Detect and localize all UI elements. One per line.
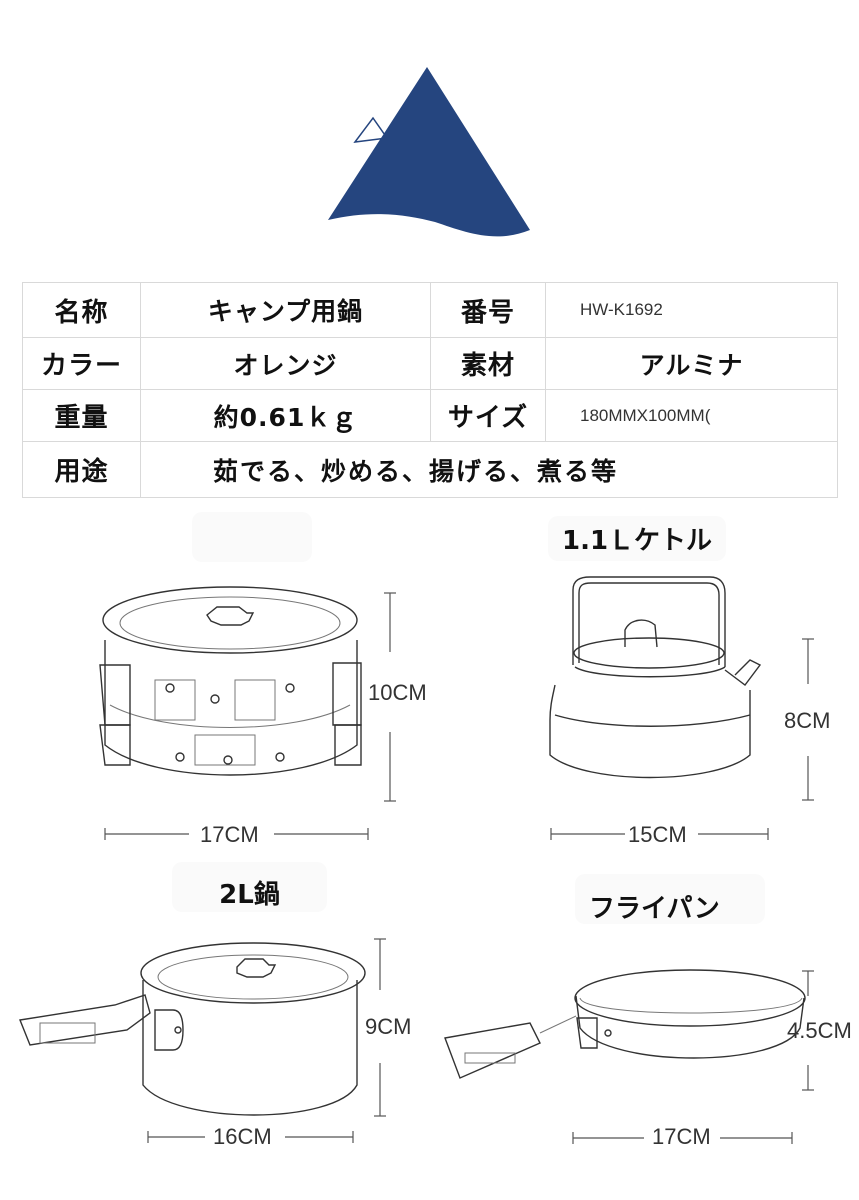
2l-pot-width-dimension-icon	[147, 1131, 354, 1143]
value-name: キャンプ用鍋	[140, 282, 431, 338]
frying-pan-height-dimension-icon	[802, 970, 814, 1091]
2l-pot-title: 2L鍋	[172, 862, 327, 912]
value-size: 180MMX100MM(	[545, 389, 838, 442]
frying-pan-height-label: 4.5CM	[787, 1018, 852, 1043]
value-weight: 約0.61ｋｇ	[140, 389, 431, 442]
frying-pan-width-label: 17CM	[652, 1124, 711, 1149]
spec-row-usage: 用途 茹でる、炒める、揚げる、煮る等	[22, 441, 838, 498]
kettle-width-dimension-icon	[550, 828, 769, 840]
kettle-width-label: 15CM	[628, 822, 687, 847]
label-usage: 用途	[22, 441, 141, 498]
kettle-drawing-icon	[549, 576, 762, 779]
spec-row-weight: 重量 約0.61ｋｇ サイズ 180MMX100MM(	[22, 389, 838, 442]
frying-pan-drawing-icon	[444, 969, 806, 1079]
spec-row-name: 名称 キャンプ用鍋 番号 HW-K1692	[22, 282, 838, 338]
frying-pan-width-dimension-icon	[572, 1132, 793, 1144]
label-model-number: 番号	[430, 282, 546, 338]
label-name: 名称	[22, 282, 141, 338]
value-model-number: HW-K1692	[545, 282, 838, 338]
value-usage: 茹でる、炒める、揚げる、煮る等	[140, 441, 838, 498]
pot-set-width-dimension-icon	[104, 828, 369, 840]
kettle-title: 1.1Ｌケトル	[548, 516, 727, 561]
pot-set-height-label: 10CM	[368, 680, 427, 705]
label-color: カラー	[22, 337, 141, 390]
frying-pan-title: フライパン	[575, 874, 765, 924]
pot-set-width-label: 17CM	[200, 822, 259, 847]
value-color: オレンジ	[140, 337, 431, 390]
kettle-height-dimension-icon	[802, 638, 814, 801]
pot-set-height-dimension-icon	[384, 592, 396, 802]
value-material: アルミナ	[545, 337, 838, 390]
mountain-flag-logo-icon	[328, 67, 530, 237]
2l-pot-width-label: 16CM	[213, 1124, 272, 1149]
label-material: 素材	[430, 337, 546, 390]
2l-pot-height-label: 9CM	[365, 1014, 412, 1039]
spec-table: 名称 キャンプ用鍋 番号 HW-K1692 カラー オレンジ 素材 アルミナ 重…	[22, 282, 838, 498]
2l-pot-drawing-icon	[19, 942, 366, 1116]
pot-set-title	[192, 512, 312, 562]
2l-pot-height-dimension-icon	[374, 938, 386, 1117]
spec-row-color: カラー オレンジ 素材 アルミナ	[22, 337, 838, 390]
label-size: サイズ	[430, 389, 546, 442]
kettle-height-label: 8CM	[784, 708, 831, 733]
label-weight: 重量	[22, 389, 141, 442]
pot-set-drawing-icon	[99, 586, 362, 776]
